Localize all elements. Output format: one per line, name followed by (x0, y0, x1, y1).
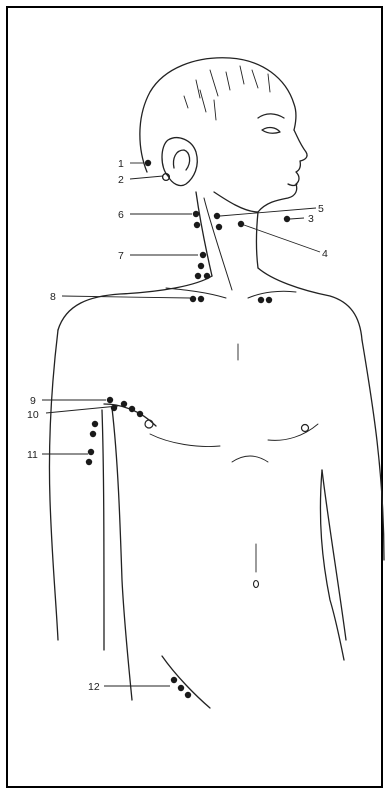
node-tonsillar-b (216, 224, 222, 230)
jaw-line (214, 192, 258, 212)
left-pectoral-curve (150, 434, 220, 447)
label-9: 9 (30, 395, 36, 407)
torso-right-side (320, 470, 344, 660)
node-supraclav-l-a (190, 296, 196, 302)
node-axillary-b (121, 401, 127, 407)
eyebrow (258, 114, 284, 118)
leader-3 (290, 218, 304, 219)
label-7: 7 (118, 250, 124, 262)
label-5: 5 (318, 203, 324, 215)
node-axillary-c (129, 406, 135, 412)
node-axillary-d (137, 411, 143, 417)
ear (162, 138, 197, 186)
node-epitrochlear-a (92, 421, 98, 427)
node-deep-cervical-d (204, 273, 210, 279)
right-clavicle (248, 291, 296, 298)
node-cervical-a (193, 211, 199, 217)
node-epitrochlear-b (90, 431, 96, 437)
label-4: 4 (322, 248, 328, 260)
label-2: 2 (118, 174, 124, 186)
right-arm-outer (362, 340, 384, 560)
right-pectoral-curve (268, 424, 318, 440)
leader-4 (244, 225, 320, 252)
leader-lines (42, 163, 320, 686)
body-outline (49, 58, 384, 708)
node-supraclav-r-b (266, 297, 272, 303)
label-10: 10 (27, 409, 39, 421)
leader-2 (130, 176, 163, 179)
node-deep-cervical-b (198, 263, 204, 269)
node-inguinal-c (185, 692, 191, 698)
node-epitrochlear-d (86, 459, 92, 465)
chest-curve (232, 456, 268, 462)
leader-5 (220, 208, 316, 216)
neck-back (196, 192, 212, 276)
node-axillary-e (111, 405, 117, 411)
neck-front (257, 212, 259, 268)
node-preauricular (145, 160, 151, 166)
node-epitrochlear-c (88, 449, 94, 455)
left-arm-outer (49, 330, 58, 640)
label-6: 6 (118, 209, 124, 221)
ear-inner (173, 150, 189, 170)
navel (254, 581, 259, 588)
left-clavicle (166, 288, 226, 298)
node-cervical-b (194, 222, 200, 228)
inguinal-fold (162, 656, 210, 708)
label-3: 3 (308, 213, 314, 225)
hair-strokes (184, 66, 270, 120)
label-8: 8 (50, 291, 56, 303)
label-12: 12 (88, 681, 100, 693)
node-submental (284, 216, 290, 222)
lymph-nodes (86, 160, 290, 698)
right-nipple (302, 425, 309, 432)
left-shoulder-line (58, 276, 212, 330)
number-labels: 1 2 3 4 5 6 7 8 9 10 11 12 (27, 158, 328, 693)
node-deep-cervical-a (200, 252, 206, 258)
leader-8 (62, 296, 190, 298)
node-axillary-a (107, 397, 113, 403)
node-deep-cervical-c (195, 273, 201, 279)
node-inguinal-a (171, 677, 177, 683)
right-shoulder-line (258, 268, 362, 340)
left-nipple (145, 420, 153, 428)
eye (262, 128, 280, 134)
left-arm-inner (102, 410, 104, 650)
node-inguinal-b (178, 685, 184, 691)
figure-border (7, 7, 382, 787)
label-1: 1 (118, 158, 124, 170)
label-11: 11 (27, 449, 38, 461)
leader-10 (46, 406, 118, 413)
node-supraclav-r-a (258, 297, 264, 303)
head-outline (140, 58, 296, 172)
node-tonsillar-a (214, 213, 220, 219)
node-submandibular (238, 221, 244, 227)
node-supraclav-l-b (198, 296, 204, 302)
torso-left-side (112, 408, 132, 700)
face-profile (258, 130, 307, 212)
